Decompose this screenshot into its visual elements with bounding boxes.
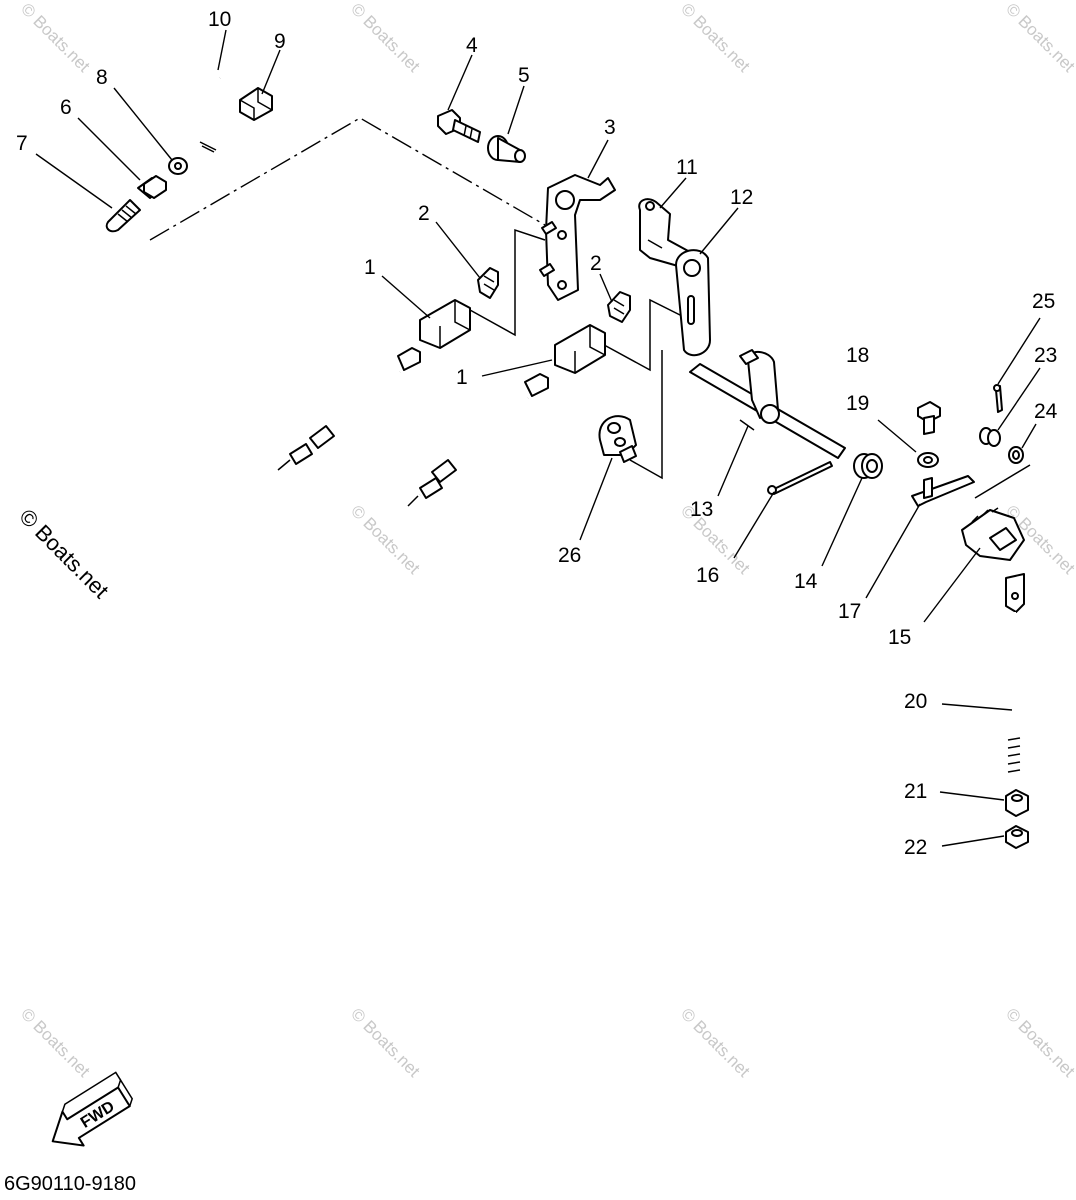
part-14-bushing [853, 453, 883, 479]
part-1-cable-end-b [407, 324, 606, 507]
part-23-collar [979, 427, 1001, 447]
watermark: © Boats.net [347, 1004, 424, 1081]
part-2-clip-a [477, 267, 499, 299]
callout-22: 22 [904, 836, 927, 859]
part-13-shift-shaft [689, 349, 846, 459]
leader-lines [35, 29, 1041, 847]
part-21-nut [1005, 789, 1029, 817]
callout-6: 6 [60, 96, 72, 119]
part-20-rod [1005, 573, 1025, 780]
part-25-pin [993, 384, 1003, 413]
part-2-clip-b [607, 291, 631, 323]
callout-18: 18 [846, 344, 869, 367]
callouts: 10 9 8 6 7 4 5 3 2 2 1 1 11 12 13 16 14 … [16, 8, 1058, 859]
fwd-arrow: FWD [51, 1071, 134, 1147]
link-line-1 [469, 228, 546, 337]
part-11-plate [638, 198, 691, 267]
callout-7: 7 [16, 132, 28, 155]
callout-14: 14 [794, 570, 818, 593]
part-24-clip [1008, 446, 1024, 464]
callout-23: 23 [1034, 344, 1057, 367]
part-16-pin [767, 461, 833, 495]
callout-9: 9 [274, 30, 286, 53]
part-4-bolt [437, 109, 481, 143]
part-22-nut [1005, 825, 1029, 849]
callout-19: 19 [846, 392, 869, 415]
watermark: © Boats.net [1002, 1004, 1076, 1081]
watermark: © Boats.net [17, 0, 94, 76]
part-5-collar [487, 135, 526, 163]
part-3-lever-bracket [539, 174, 616, 301]
part-6-joint [137, 175, 167, 199]
watermark: © Boats.net [677, 0, 754, 76]
callout-25: 25 [1032, 290, 1055, 313]
part-9-clip [239, 87, 273, 121]
watermark: © Boats.net [1002, 0, 1076, 76]
dash-line-upper [149, 117, 546, 241]
callout-1b: 1 [456, 366, 468, 389]
callout-12: 12 [730, 186, 753, 209]
part-12-lever [675, 249, 711, 357]
callout-24: 24 [1034, 400, 1058, 423]
part-19-washer [917, 452, 939, 468]
callout-15: 15 [888, 626, 911, 649]
link-line-4 [974, 464, 1031, 499]
watermark-side: © Boats.net [14, 504, 113, 603]
diagram-code: 6G90110-9180 [4, 1173, 136, 1195]
part-18-bolt [917, 401, 941, 435]
callout-1a: 1 [364, 256, 376, 279]
callout-10: 10 [208, 8, 231, 31]
callout-5: 5 [518, 64, 530, 87]
callout-11: 11 [676, 156, 698, 179]
watermark: © Boats.net [347, 0, 424, 76]
callout-3: 3 [604, 116, 616, 139]
callout-21: 21 [904, 780, 927, 803]
callout-16: 16 [696, 564, 719, 587]
part-7-end [105, 199, 141, 233]
part-8-nut [168, 157, 188, 175]
part-1-cable-end-a [277, 299, 471, 471]
callout-4: 4 [466, 34, 478, 57]
callout-2a: 2 [418, 202, 430, 225]
watermark: © Boats.net [347, 501, 424, 578]
callout-26: 26 [558, 544, 581, 567]
part-15-cam [961, 507, 1025, 561]
watermark: © Boats.net [677, 1004, 754, 1081]
connection-lines [149, 117, 1031, 499]
callout-20: 20 [904, 690, 927, 713]
link-line-2 [594, 298, 691, 372]
callout-17: 17 [838, 600, 861, 623]
watermark: © Boats.net [17, 1004, 94, 1081]
part-17-plate [911, 475, 975, 507]
callout-13: 13 [690, 498, 713, 521]
part-26-detent [598, 415, 637, 463]
callout-2b: 2 [590, 252, 602, 275]
callout-8: 8 [96, 66, 108, 89]
link-line-3 [629, 350, 663, 480]
part-10-link-rod [173, 75, 223, 153]
